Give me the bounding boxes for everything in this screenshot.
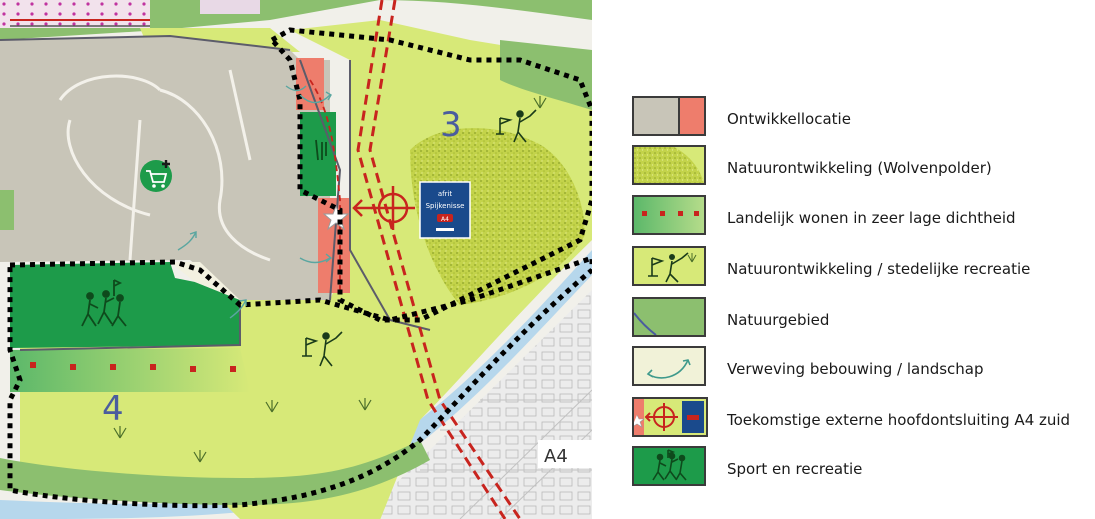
area-label-3: 3 bbox=[440, 105, 462, 145]
map-panel: afrit Spijkenisse A4 bbox=[0, 0, 592, 519]
legend-label-rural-living: Landelijk wonen in zeer lage dichtheid bbox=[727, 209, 1016, 227]
map-svg: afrit Spijkenisse A4 bbox=[0, 0, 592, 519]
area-3-boundary bbox=[268, 27, 592, 323]
legend-panel: Ontwikkellocatie Natuurontwikkeling (Wol… bbox=[612, 0, 1095, 519]
road-sign-line2: Spijkenisse bbox=[426, 202, 465, 210]
legend-label-development: Ontwikkellocatie bbox=[727, 110, 851, 128]
golf-sport-icon bbox=[302, 109, 537, 367]
sport-runners-icon bbox=[652, 449, 687, 481]
area-4-boundary bbox=[7, 255, 592, 509]
sport-runners-swatch bbox=[632, 446, 706, 486]
legend-label-interweave: Verweving bebouwing / landschap bbox=[727, 360, 984, 378]
nature-dev-swatch bbox=[632, 145, 706, 185]
rural-living-swatch bbox=[632, 195, 706, 235]
road-sign-badge: A4 bbox=[441, 216, 449, 223]
exit-connection-swatch bbox=[632, 397, 708, 437]
golf-sport-icon bbox=[648, 252, 697, 283]
legend-label-nature-area: Natuurgebied bbox=[727, 311, 830, 329]
golf-recreation-swatch bbox=[632, 246, 706, 286]
shopping-cart-plus-icon bbox=[140, 160, 172, 192]
development-swatch bbox=[632, 96, 706, 136]
road-sign: afrit Spijkenisse A4 bbox=[419, 181, 471, 239]
legend-label-exit-connection: Toekomstige externe hoofdontsluiting A4 … bbox=[727, 411, 1071, 429]
exit-connection-icon bbox=[634, 399, 704, 435]
road-sign-line1: afrit bbox=[438, 190, 453, 198]
road-label-a4: A4 bbox=[544, 446, 568, 467]
nature-area-swatch bbox=[632, 297, 706, 337]
interweave-arrow-icon bbox=[646, 359, 691, 379]
sport-runners-icon bbox=[81, 139, 327, 327]
interweave-arrow-swatch bbox=[632, 346, 706, 386]
legend-label-nature-dev: Natuurontwikkeling (Wolvenpolder) bbox=[727, 159, 992, 177]
legend-label-golf-recreation: Natuurontwikkeling / stedelijke recreati… bbox=[727, 260, 1031, 278]
area-label-4: 4 bbox=[102, 389, 124, 429]
highway-exit-icon bbox=[352, 186, 415, 230]
legend-label-sport: Sport en recreatie bbox=[727, 460, 863, 478]
marsh-grass-icon bbox=[113, 96, 547, 463]
